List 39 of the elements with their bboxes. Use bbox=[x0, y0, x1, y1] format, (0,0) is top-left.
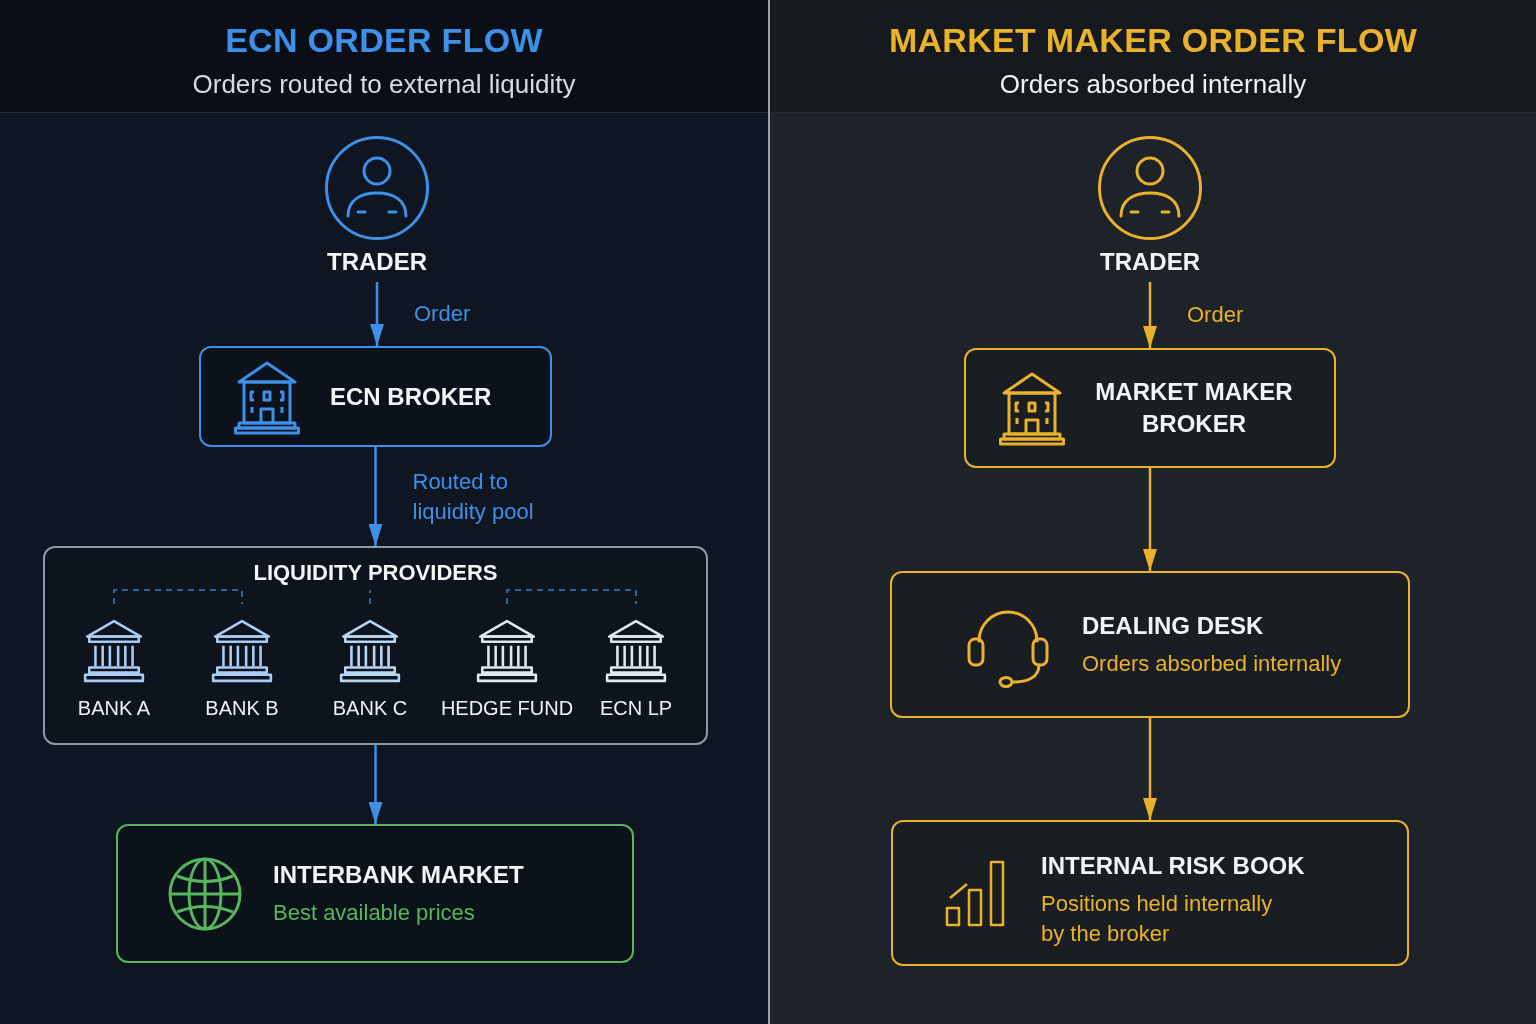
info-box bbox=[890, 571, 1410, 718]
edge-label: Order bbox=[1187, 301, 1244, 329]
dashed-connector bbox=[506, 589, 637, 605]
broker-box bbox=[964, 348, 1336, 468]
node-label: BANK C bbox=[332, 696, 408, 720]
node-label: MARKET MAKER BROKER bbox=[1094, 377, 1294, 439]
node-heading: INTERBANK MARKET bbox=[273, 859, 524, 890]
dashed-connector bbox=[113, 589, 243, 605]
group-box bbox=[43, 546, 708, 745]
arrow bbox=[370, 282, 384, 346]
info-box bbox=[891, 820, 1409, 966]
dashed-connector bbox=[369, 589, 371, 605]
broker-box bbox=[199, 346, 552, 447]
node-description: Orders absorbed internally bbox=[1082, 649, 1342, 678]
edge-label: Order bbox=[414, 300, 471, 328]
node-description: Best available prices bbox=[273, 898, 475, 927]
arrow bbox=[368, 447, 383, 546]
panel-subtitle: Orders routed to external liquidity bbox=[192, 68, 576, 100]
node-label: ECN LP bbox=[599, 696, 673, 720]
edge-label: Routed to liquidity pool bbox=[412, 467, 535, 526]
info-box bbox=[116, 824, 634, 963]
arrow bbox=[1143, 468, 1157, 571]
node-label: TRADER bbox=[1100, 248, 1200, 276]
arrow bbox=[1143, 718, 1157, 820]
node-heading: DEALING DESK bbox=[1082, 610, 1264, 641]
node-label: HEDGE FUND bbox=[440, 696, 574, 720]
panel-subtitle: Orders absorbed internally bbox=[999, 68, 1307, 100]
node-label: TRADER bbox=[327, 248, 427, 276]
flow-panel bbox=[768, 0, 1536, 1024]
group-heading: LIQUIDITY PROVIDERS bbox=[253, 560, 498, 586]
panel-title: MARKET MAKER ORDER FLOW bbox=[888, 20, 1418, 61]
node-heading: INTERNAL RISK BOOK bbox=[1041, 851, 1305, 881]
arrow bbox=[1143, 282, 1157, 348]
node-label: BANK B bbox=[205, 696, 279, 720]
node-label: BANK A bbox=[77, 696, 151, 720]
panel-title: ECN ORDER FLOW bbox=[225, 20, 543, 61]
node-description: Positions held internally by the broker bbox=[1041, 890, 1274, 948]
arrow bbox=[368, 745, 383, 824]
node-label: ECN BROKER bbox=[330, 381, 492, 412]
